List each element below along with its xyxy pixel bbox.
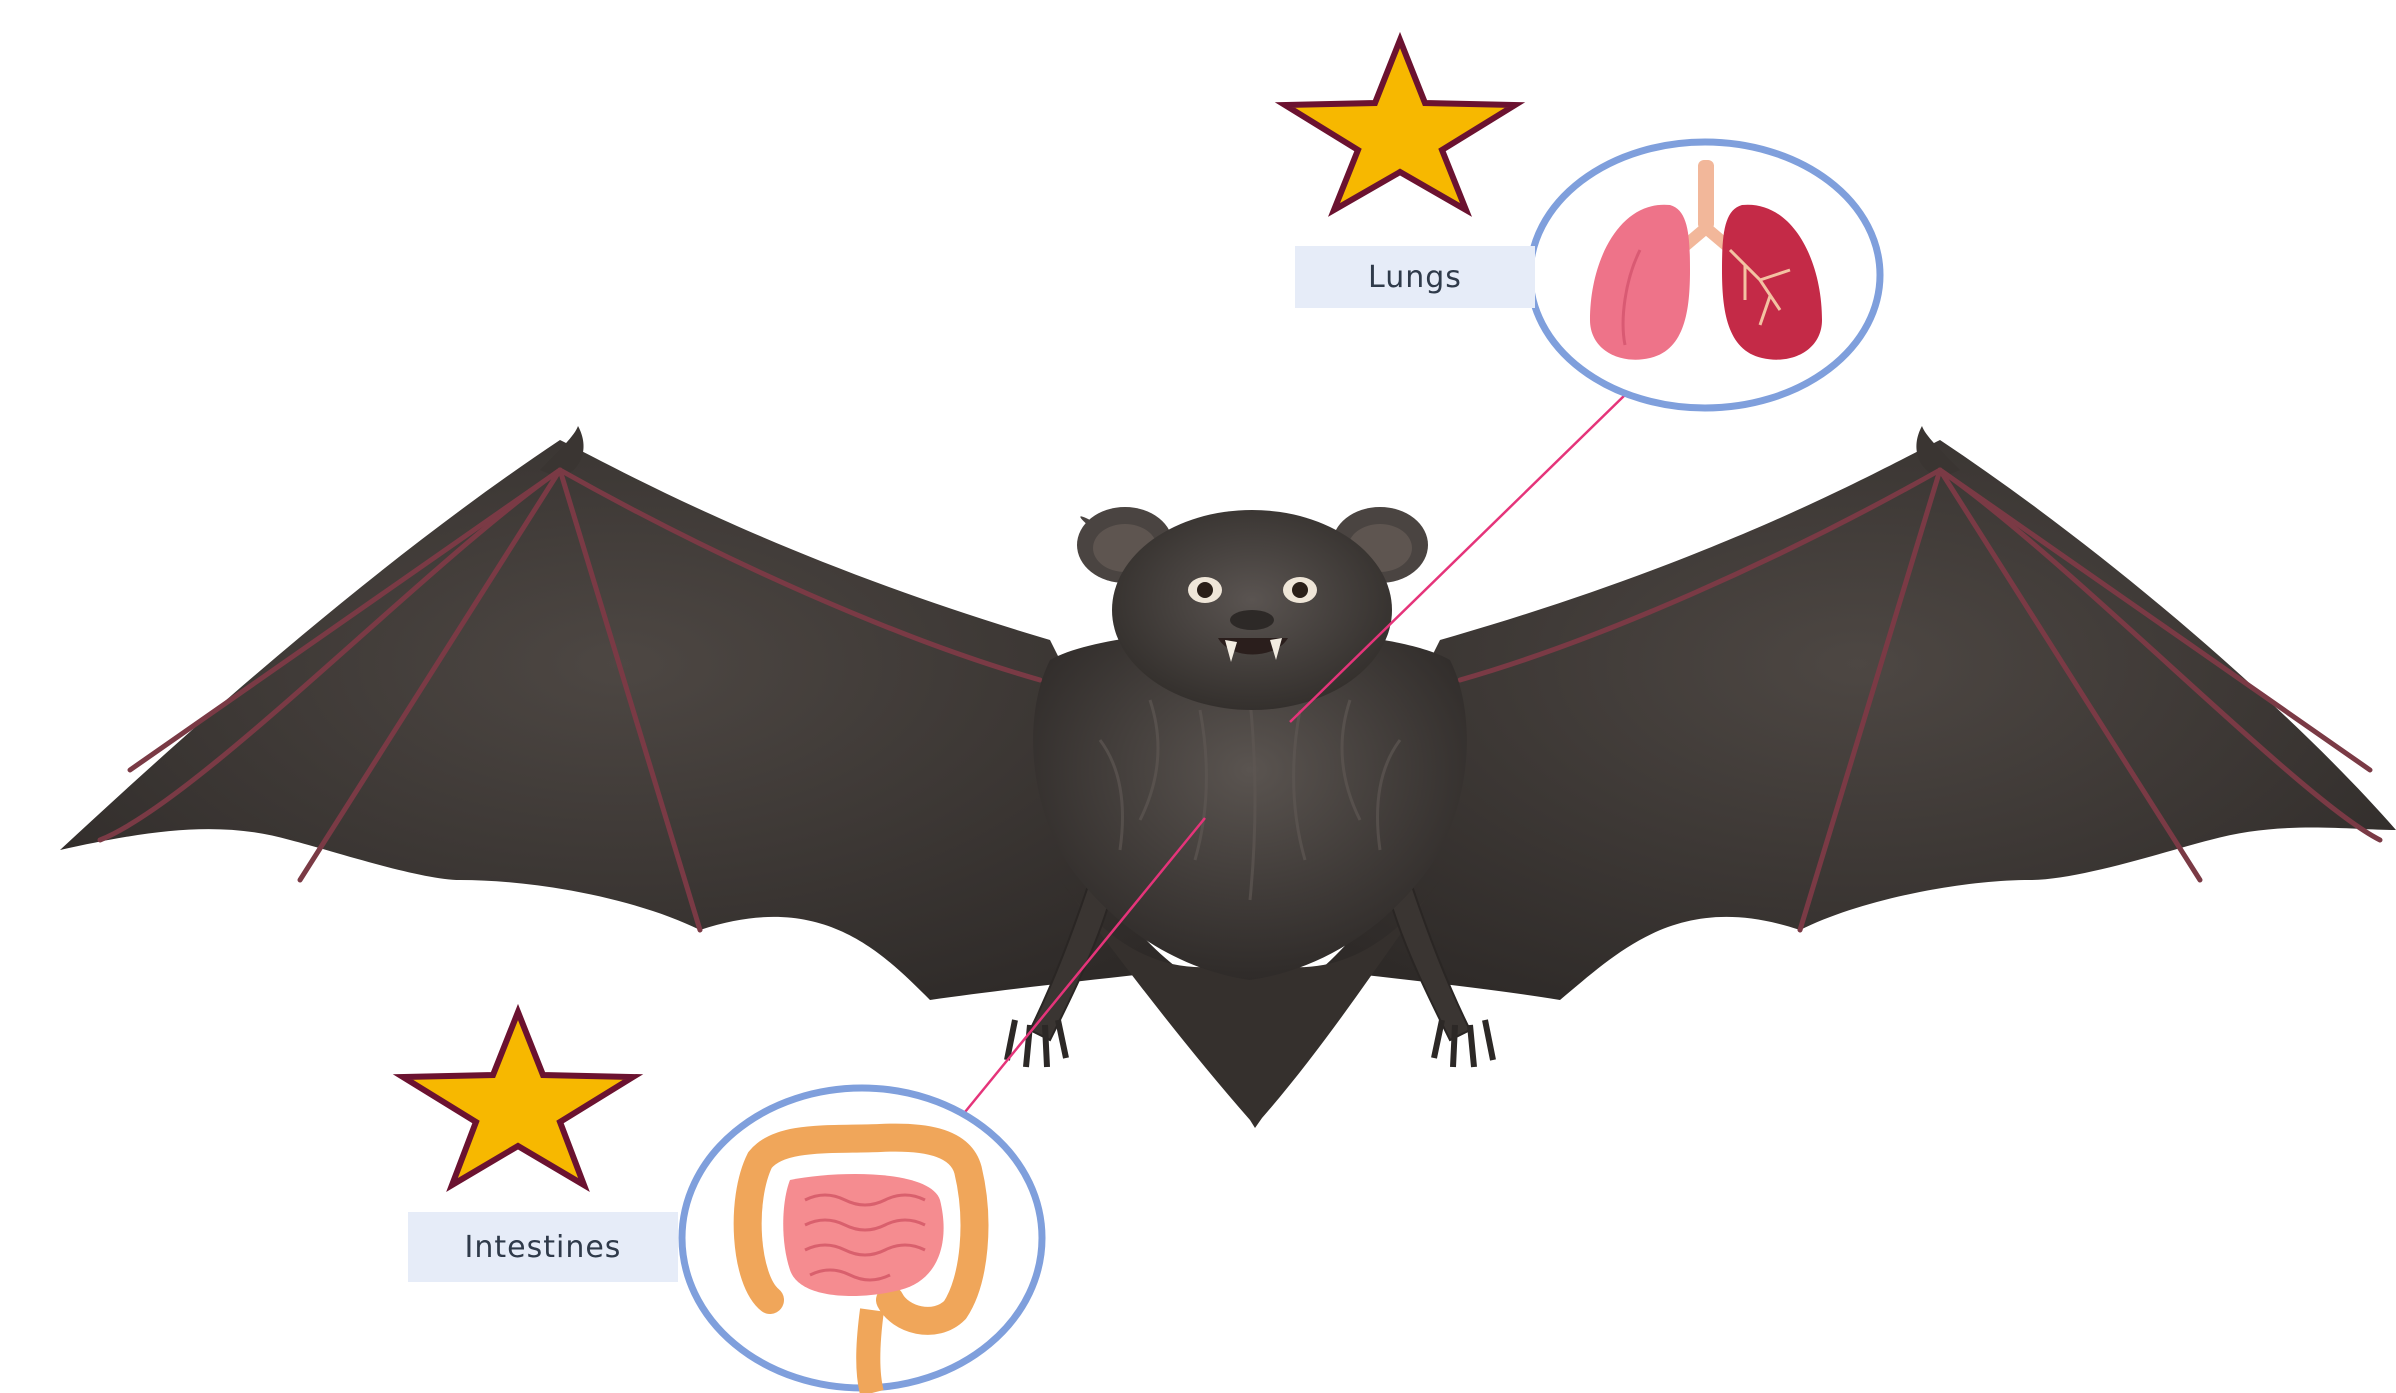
left-wing <box>60 426 1180 1000</box>
right-wing <box>1320 426 2396 1000</box>
intestines-star-icon <box>403 1012 633 1185</box>
intestines-callout <box>682 1088 1042 1393</box>
intestines-label: Intestines <box>408 1212 678 1282</box>
lungs-star-icon <box>1285 40 1515 210</box>
lungs-label: Lungs <box>1295 246 1535 308</box>
lungs-callout <box>1530 142 1880 408</box>
